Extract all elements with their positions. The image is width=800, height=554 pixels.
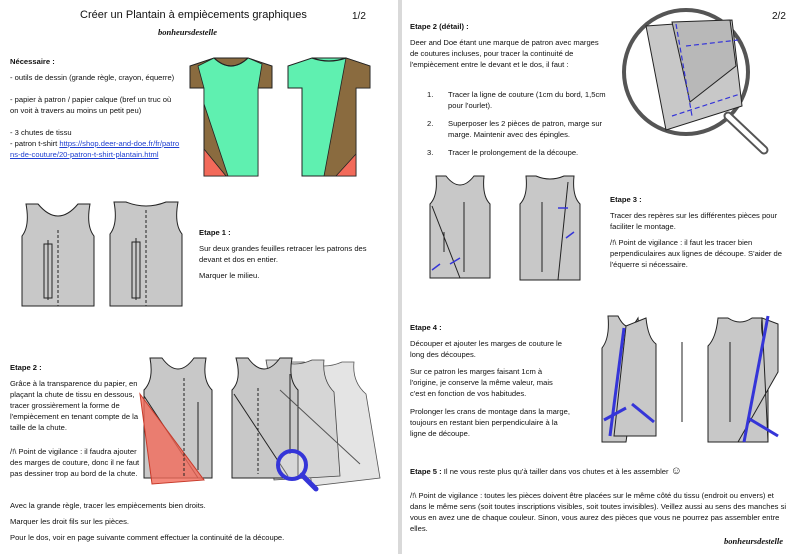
step2-detail-number-3: 3. xyxy=(427,148,434,157)
zoom-detail-illustration xyxy=(622,8,769,155)
page-1: Créer un Plantain à empiècements graphiq… xyxy=(0,0,398,554)
step3-front-piece xyxy=(429,175,491,279)
step2-text-ruler: Avec la grande règle, tracer les empièce… xyxy=(10,501,206,510)
step2-detail-number-1: 1. xyxy=(427,90,434,99)
step5-heading: Etape 5 : xyxy=(410,467,442,476)
step5-text: Il ne vous reste plus qu'à tailler dans … xyxy=(443,467,669,476)
step3-warning: /!\ Point de vigilance : il faut les tra… xyxy=(610,238,783,269)
step3-text: Tracer des repères sur les différentes p… xyxy=(610,211,778,231)
step2-overlap-pieces xyxy=(231,357,381,487)
step2-detail-number-2: 2. xyxy=(427,119,434,128)
smiley-icon: ☺ xyxy=(670,465,682,477)
step2-detail-item-2: Superposer les 2 pièces de patron, marge… xyxy=(448,119,603,139)
step2-detail-item-1: Tracer la ligne de couture (1cm du bord,… xyxy=(448,90,606,110)
pattern-back-piece xyxy=(109,201,183,307)
step4-text-margins: Découper et ajouter les marges de coutur… xyxy=(410,339,562,359)
step4-text-notches: Prolonger les crans de montage dans la m… xyxy=(410,407,570,438)
step4-heading: Etape 4 : xyxy=(410,323,442,332)
pattern-link[interactable]: https://shop.deer-and-doe.fr/fr/patrons-… xyxy=(10,139,180,159)
document-title: Créer un Plantain à empiècements graphiq… xyxy=(80,9,307,21)
step2-detail-item-3: Tracer le prolongement de la découpe. xyxy=(448,148,579,157)
supplies-item-fabric: - 3 chutes de tissu xyxy=(10,128,72,137)
pattern-front-piece xyxy=(21,203,95,307)
tshirt-front-illustration xyxy=(189,57,273,177)
step5-warning: /!\ Point de vigilance : toutes les pièc… xyxy=(410,491,787,533)
step2-front-piece xyxy=(139,357,213,485)
step2-warning: /!\ Point de vigilance : il faudra ajout… xyxy=(10,447,140,478)
step2-text-back: Pour le dos, voir en page suivante comme… xyxy=(10,533,285,542)
step2-detail-intro: Deer and Doe étant une marque de patron … xyxy=(410,38,599,69)
brand-signature: bonheursdestelle xyxy=(158,27,218,37)
tshirt-back-illustration xyxy=(287,57,371,177)
step2-detail-heading: Etape 2 (détail) : xyxy=(410,22,469,31)
step5-line: Etape 5 : Il ne vous reste plus qu'à tai… xyxy=(410,466,790,477)
step4-pieces-with-margins xyxy=(601,315,779,443)
magnifier-icon xyxy=(276,449,319,492)
step1-text: Sur deux grandes feuilles retracer les p… xyxy=(199,244,367,264)
step1-heading: Etape 1 : xyxy=(199,228,231,237)
page-number: 2/2 xyxy=(772,11,786,22)
step3-heading: Etape 3 : xyxy=(610,195,642,204)
step2-text-grain: Marquer les droit fils sur les pièces. xyxy=(10,517,130,526)
step2-text-transparency: Grâce à la transparence du papier, en pl… xyxy=(10,379,139,432)
supplies-item-pattern: - patron t-shirt https://shop.deer-and-d… xyxy=(10,139,180,159)
step3-back-piece xyxy=(519,175,581,281)
step4-text-values: Sur ce patron les marges faisant 1cm à l… xyxy=(410,367,553,398)
supplies-item-drawing-tools: - outils de dessin (grande règle, crayon… xyxy=(10,73,175,82)
page-2: 2/2 Etape 2 (détail) : Deer and Doe étan… xyxy=(402,0,800,554)
brand-signature: bonheursdestelle xyxy=(724,536,784,546)
page-number: 1/2 xyxy=(352,11,366,22)
step1-text-center: Marquer le milieu. xyxy=(199,271,260,280)
supplies-heading: Nécessaire : xyxy=(10,57,55,66)
step2-heading: Etape 2 : xyxy=(10,363,42,372)
supplies-item-paper: - papier à patron / papier calque (bref … xyxy=(10,95,172,115)
